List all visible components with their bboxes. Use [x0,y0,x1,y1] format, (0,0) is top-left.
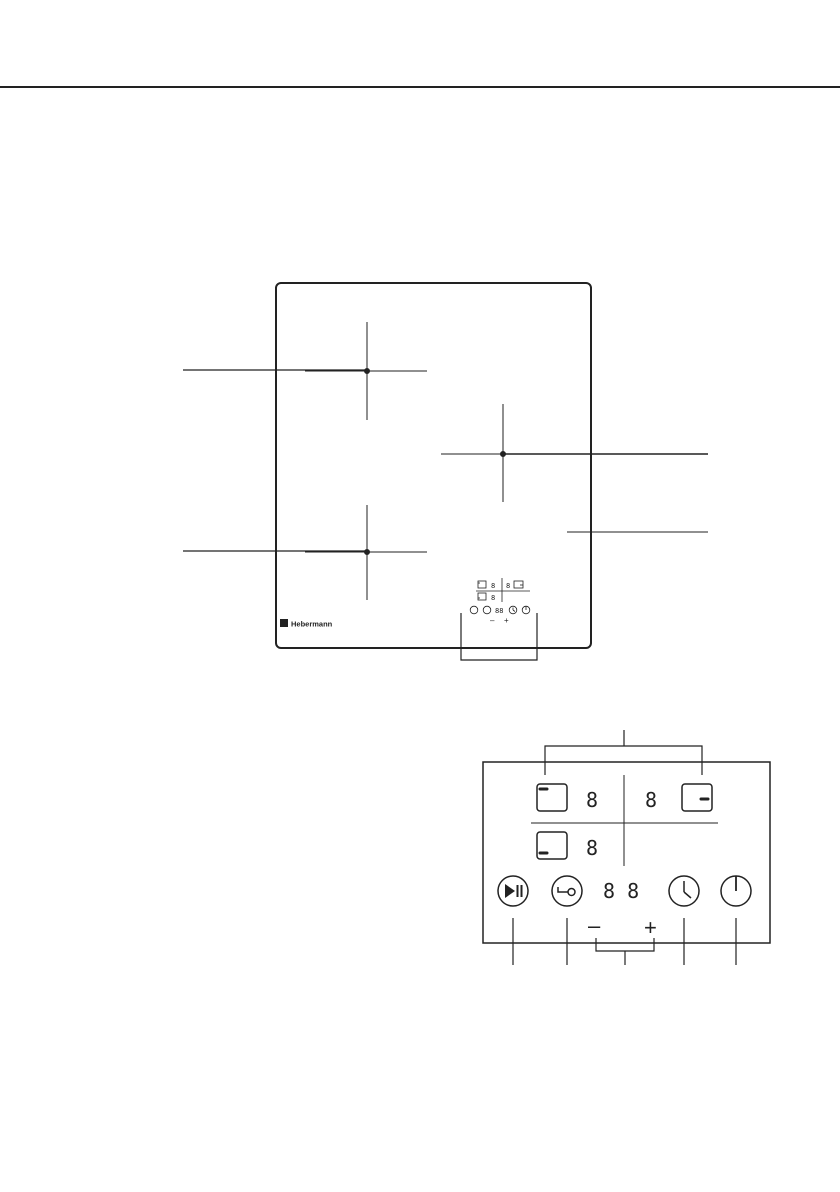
key-lock-icon [552,876,582,906]
brand-logo: Hebermann [280,619,333,629]
plus-button[interactable]: + [644,915,657,940]
key-lock-button[interactable] [552,876,582,906]
zone-indicator-right: 8 [645,784,712,812]
mini-zone-icon-top-left [478,581,486,588]
mini-zone-digit-right: 8 [506,582,510,590]
hob-mini-control-panel: 8 8 8 88 – + [470,578,530,625]
cooking-zone-right [441,404,551,502]
zone-level-digit-right: 8 [645,788,657,812]
mini-play-pause-icon [470,606,478,614]
zone-level-digit-top-left: 8 [586,788,598,812]
zone-indicator-bottom-left: 8 [537,832,598,860]
power-button[interactable] [721,876,751,906]
minus-button[interactable]: – [588,913,601,938]
cooking-zone-top-left [305,322,427,420]
mini-zone-icon-bottom-left [478,593,486,600]
cooking-zone-bottom-left [305,505,427,600]
control-panel-frame [483,762,770,943]
mini-minus-label: – [490,616,495,625]
mini-plus-label: + [504,616,509,625]
mini-zone-digit-top-left: 8 [491,582,495,590]
zone-level-digit-bottom-left: 8 [586,836,598,860]
hob-top-view: Hebermann 8 8 8 88 – + [183,283,708,660]
mini-timer-digits: 88 [495,607,503,615]
zone-position-icon-bottom-left [537,832,567,859]
timer-clock-button[interactable] [669,876,699,906]
mini-key-lock-icon [483,606,491,614]
mini-zone-digit-bottom-left: 8 [491,594,495,602]
control-panel-detail: 8 8 8 8 8 [483,730,770,965]
zone-indicator-top-left: 8 [537,784,598,812]
hob-glass-panel [276,283,591,648]
timer-display: 8 8 [603,879,639,903]
play-pause-button[interactable] [498,876,528,906]
callout-control-panel-bracket [461,613,537,660]
callout-zone-indicators-bracket [545,746,702,775]
brand-logo-mark [280,619,288,627]
brand-name: Hebermann [291,620,333,629]
mini-zone-icon-right [514,581,523,588]
